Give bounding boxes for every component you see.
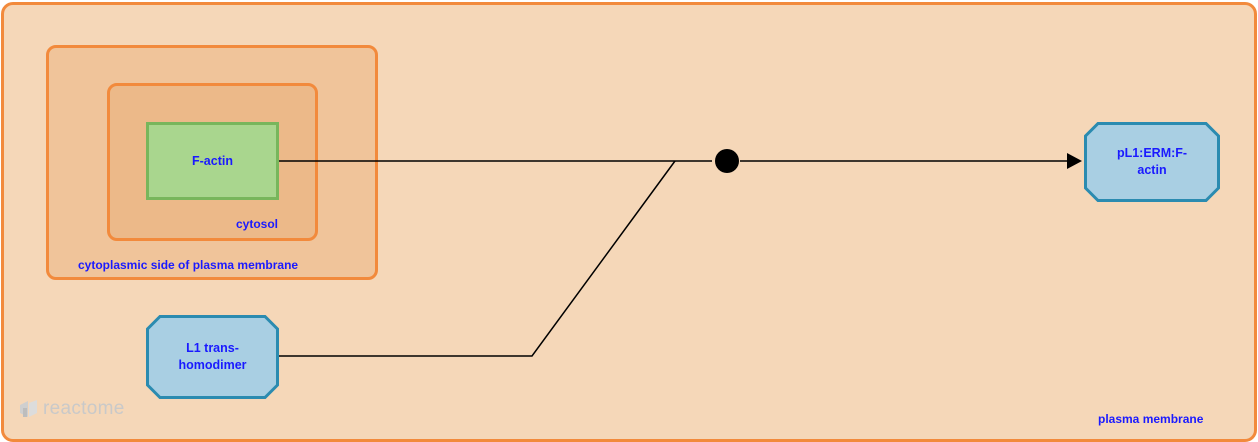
reaction-node[interactable] <box>715 149 739 173</box>
reactome-logo-text: reactome <box>43 398 125 419</box>
cytoplasmic-side-label: cytoplasmic side of plasma membrane <box>78 258 299 272</box>
factin-label: F-actin <box>192 153 233 168</box>
reactome-logo-icon <box>20 400 37 417</box>
pl1-label: pL1:ERM:F- actin <box>1116 146 1188 177</box>
plasma-membrane-label: plasma membrane <box>1098 412 1204 426</box>
l1-trans-homodimer-complex[interactable]: L1 trans- homodimer <box>146 315 279 399</box>
factin-entity[interactable]: F-actin <box>146 122 279 200</box>
pl1-erm-factin-complex[interactable]: pL1:ERM:F- actin <box>1084 122 1220 202</box>
complex-shape <box>1084 122 1220 202</box>
cytosol-label: cytosol <box>236 217 279 231</box>
reaction-edges <box>279 149 1082 357</box>
reactome-logo: reactome <box>18 398 125 420</box>
l1-input-edge <box>279 160 676 357</box>
l1-label: L1 trans- homodimer <box>178 341 247 372</box>
output-arrowhead <box>1067 153 1082 169</box>
complex-shape <box>146 315 279 399</box>
